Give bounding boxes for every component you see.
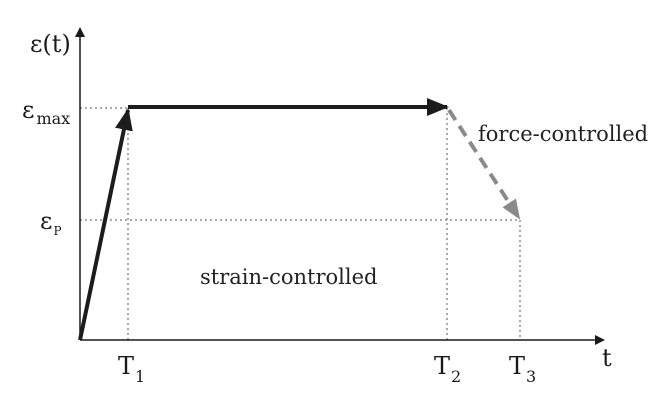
y-axis-label: ε(t) <box>30 30 71 58</box>
strain-controlled-label: strain-controlled <box>200 265 377 289</box>
y-tick-ep: εP <box>40 207 62 238</box>
x-tick-t2: T2 <box>434 352 461 386</box>
x-tick-t3: T3 <box>509 352 536 386</box>
ramp-segment <box>78 108 133 341</box>
force-controlled-segment <box>447 108 521 220</box>
x-axis-label: t <box>602 344 612 372</box>
force-controlled-label: force-controlled <box>478 122 648 146</box>
x-tick-t1: T1 <box>118 352 145 386</box>
